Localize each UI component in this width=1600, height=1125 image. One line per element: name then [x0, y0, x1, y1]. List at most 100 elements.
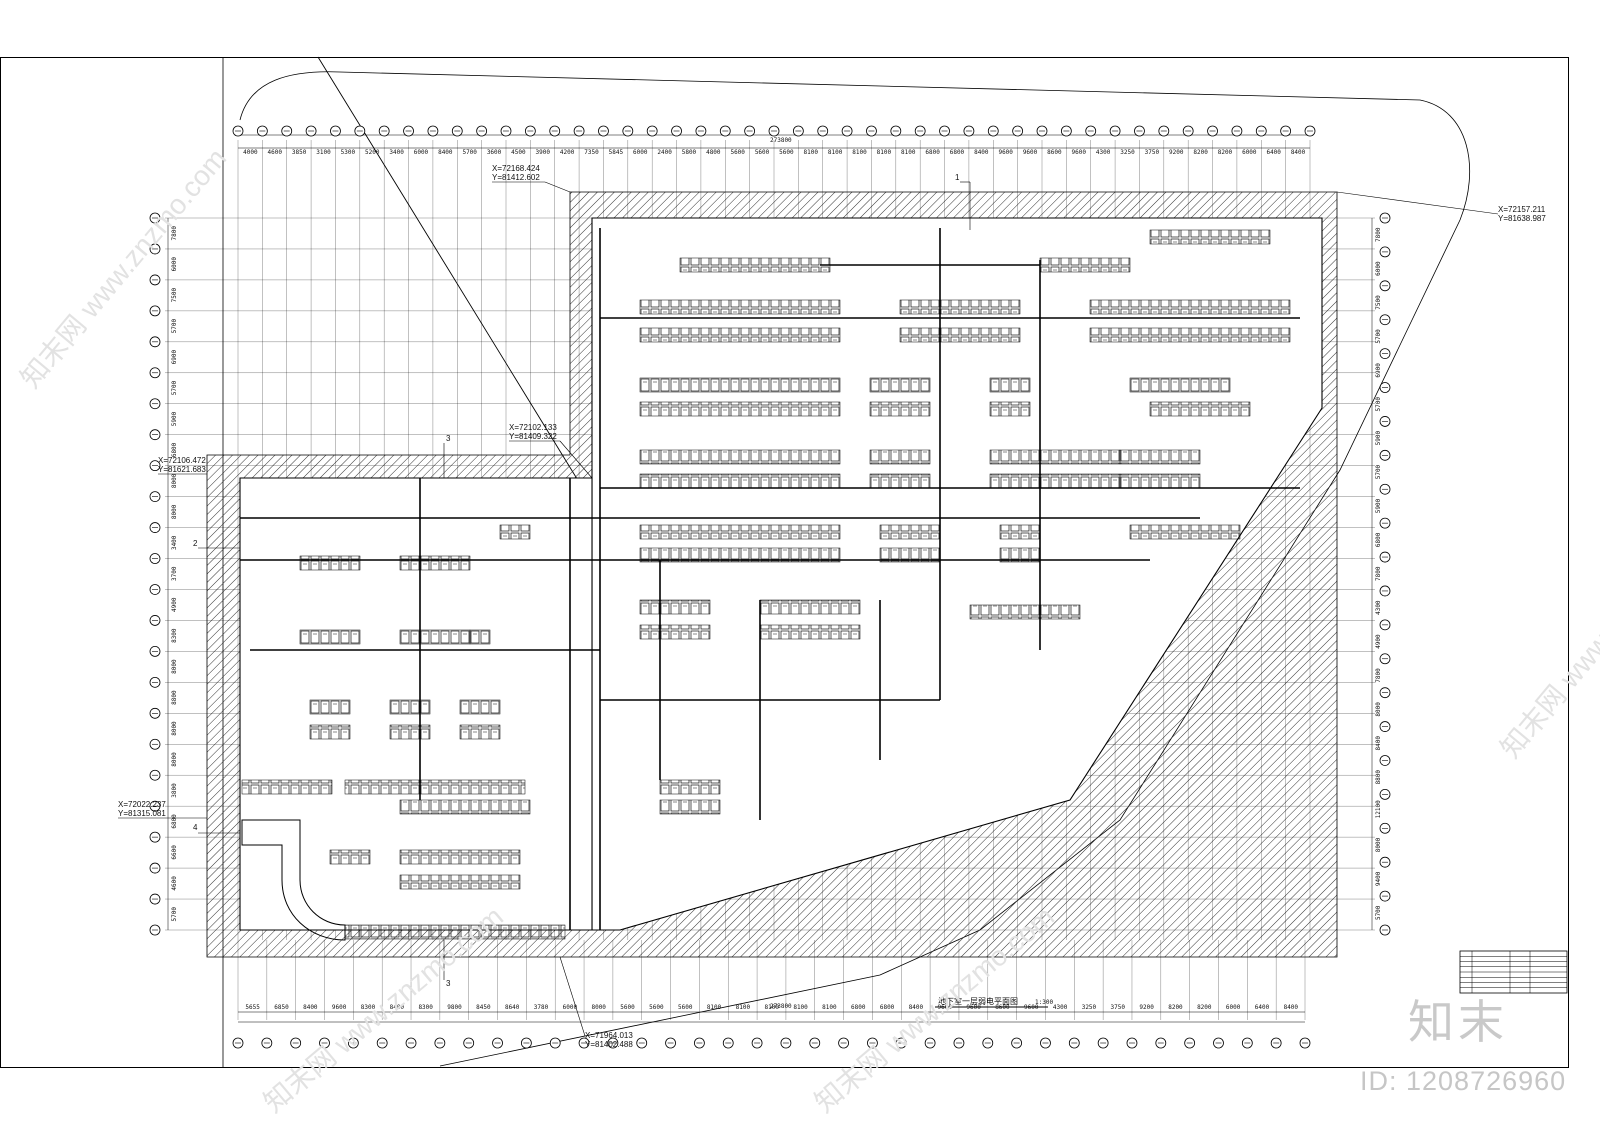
coord-x: X=71964.013: [585, 1031, 633, 1040]
grid-axis-bubble: [463, 1037, 475, 1049]
parking-stall-row: [344, 779, 526, 795]
coord-x: X=72022.237: [118, 800, 166, 809]
dimension-label: 6800: [171, 442, 178, 457]
dimension-label: 8400: [1375, 736, 1382, 751]
dimension-label: 4900: [171, 597, 178, 612]
dimension-label: 6000: [1226, 1004, 1241, 1011]
dimension-label: 6800: [925, 149, 940, 156]
grid-axis-bubble: [1379, 382, 1391, 393]
parking-stall-row: [399, 874, 521, 890]
dimension-label: 6000: [633, 149, 648, 156]
grid-axis-bubble: [492, 1037, 503, 1049]
parking-stall-row: [499, 524, 531, 540]
parking-stall-row: [989, 449, 1121, 465]
dimension-label: 8400: [438, 149, 453, 156]
dimension-label: 4300: [1096, 149, 1111, 156]
dimension-label: 8400: [1291, 149, 1306, 156]
grid-axis-bubble: [347, 1037, 359, 1049]
grid-axis-bubble: [1379, 755, 1391, 766]
dimension-label: 4800: [706, 149, 721, 156]
dimension-label: 5900: [171, 411, 178, 426]
parking-stall-row: [639, 473, 841, 489]
dimension-label: 5700: [1375, 329, 1382, 344]
grid-axis-bubble: [149, 645, 161, 657]
dimension-label: 5655: [245, 1004, 260, 1011]
grid-axis-bubble: [427, 125, 439, 137]
dimension-label: 9200: [1169, 149, 1184, 156]
grid-axis-bubble: [549, 125, 561, 137]
parking-stall-row: [869, 377, 931, 393]
dimension-label: 8100: [804, 149, 819, 156]
parking-stall-row: [241, 779, 333, 795]
grid-axis-bubble: [939, 125, 950, 137]
parking-stall-row: [399, 799, 531, 815]
grid-axis-bubble: [751, 1037, 763, 1049]
dimension-label: 5900: [1375, 498, 1382, 513]
grid-axis-bubble: [1304, 125, 1316, 137]
dimension-label: 8100: [852, 149, 867, 156]
grid-axis-bubble: [622, 125, 634, 137]
dimension-label: 8300: [171, 628, 178, 643]
grid-axis-bubble: [1184, 1037, 1196, 1049]
coordinate-callout: X=72022.237 Y=81315.081: [118, 800, 207, 819]
grid-axis-bubble: [1109, 125, 1121, 137]
grid-axis-bubble: [1379, 551, 1391, 563]
grid-axis-bubbles: [149, 125, 1391, 1049]
dimension-label: 6000: [414, 149, 429, 156]
dimension-label: 5600: [620, 1004, 635, 1011]
dimension-label: 9600: [1023, 149, 1038, 156]
grid-axis-bubble: [1213, 1037, 1224, 1049]
grid-axis-bubble: [1379, 348, 1391, 360]
grid-axis-bubble: [330, 125, 341, 137]
dimension-label: 8300: [361, 1004, 376, 1011]
dimension-label: 4600: [268, 149, 283, 156]
parking-stall-row: [899, 327, 1021, 343]
grid-axis-bubble: [1255, 125, 1267, 137]
dimension-label: 9600: [998, 149, 1013, 156]
grid-axis-bubble: [1379, 246, 1391, 258]
section-marker: 2: [193, 539, 198, 548]
parking-stall-row: [639, 524, 841, 540]
coord-x: X=72106.472: [158, 456, 206, 465]
grid-axis-bubble: [722, 1037, 734, 1049]
parking-stall-row: [1089, 327, 1291, 343]
dimension-label: 8000: [1375, 837, 1382, 852]
parking-stall-row: [1119, 449, 1201, 465]
parking-stall-row: [309, 699, 351, 715]
grid-axis-bubble: [924, 1037, 936, 1049]
coord-y: Y=81412.602: [492, 173, 540, 182]
grid-axis-bubble: [149, 212, 161, 224]
dimension-label: 8000: [171, 504, 178, 519]
dimension-label: 8200: [1197, 1004, 1212, 1011]
dimension-label: 3100: [316, 149, 331, 156]
parking-stall-row: [469, 629, 491, 645]
dimension-label: 8000: [1375, 702, 1382, 717]
site-boundary: [239, 71, 1471, 1067]
dimension-label: 8200: [1168, 1004, 1183, 1011]
dimension-label: 8800: [1375, 770, 1382, 785]
coordinate-callout: X=72102.133 Y=81409.322: [509, 423, 593, 479]
grid-axis-bubble: [1036, 125, 1048, 137]
grid-axis-bubble: [1241, 1037, 1253, 1049]
grid-axis-bubble: [768, 125, 780, 137]
dimension-label: 6800: [950, 149, 965, 156]
parking-stall-rows: [241, 229, 1291, 940]
dimension-label: 5600: [779, 149, 794, 156]
coordinate-callout: X=71964.013 Y=81402.488: [559, 956, 633, 1049]
dimension-label: 6850: [274, 1004, 289, 1011]
grid-axis-bubble: [1379, 788, 1391, 800]
grid-axis-bubble: [867, 1037, 878, 1049]
dimension-label: 8000: [171, 659, 178, 674]
legend-table: [1459, 950, 1568, 994]
grid-axis-bubble: [1299, 1037, 1311, 1049]
dimension-label: 6800: [1375, 532, 1382, 547]
dimension-label: 5600: [649, 1004, 664, 1011]
dimension-label: 5600: [755, 149, 770, 156]
parking-stall-row: [869, 473, 931, 489]
dimension-label: 4000: [243, 149, 258, 156]
dimension-label: 8000: [591, 1004, 606, 1011]
dimension-label: 2400: [657, 149, 672, 156]
parking-stall-row: [329, 849, 371, 865]
grid-axis-bubble: [434, 1037, 446, 1049]
grid-axis-bubble: [451, 125, 463, 137]
